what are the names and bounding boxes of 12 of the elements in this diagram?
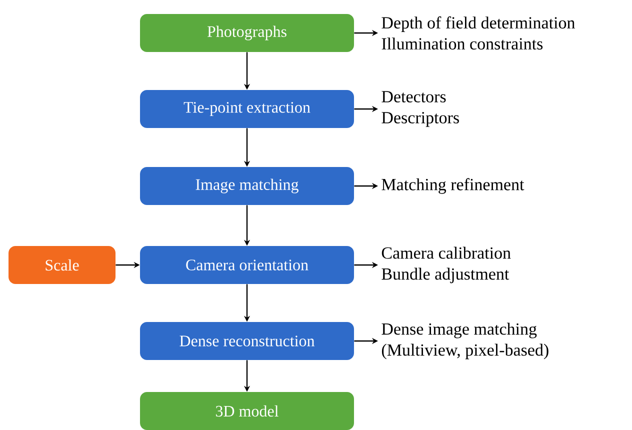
process-box: Dense reconstruction (140, 322, 354, 360)
start-end-box: 3D model (140, 392, 354, 430)
step-notes: Camera calibration Bundle adjustment (382, 246, 511, 284)
step-notes: Depth of field determination Illumination constraints (382, 16, 575, 50)
start-end-box: Photographs (140, 14, 354, 52)
process-box: Tie-point extraction (140, 90, 354, 128)
step-notes: Detectors Descriptors (382, 91, 459, 127)
input-box: Scale (8, 246, 116, 284)
process-box: Image matching (140, 167, 354, 205)
step-notes: Matching refinement (382, 178, 524, 194)
process-box: Camera orientation (140, 246, 354, 284)
step-notes: Dense image matching (Multiview, pixel-based) (382, 322, 548, 360)
